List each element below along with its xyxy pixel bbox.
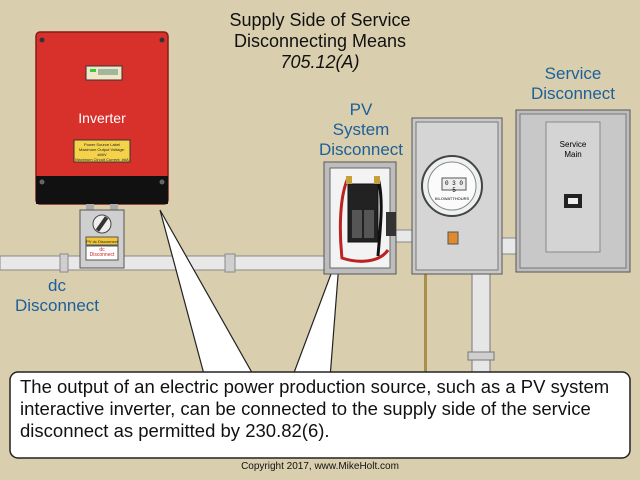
- dc-box-label: dc Disconnect: [86, 248, 118, 258]
- meter-dial-reading: 0 3 0 5: [444, 180, 463, 194]
- dc-disconnect-label-1: dc: [48, 276, 66, 295]
- callout-pointer-inverter: [159, 209, 257, 379]
- service-main-label-1: Service: [559, 140, 587, 149]
- pv-disconnect-label-1: PV: [349, 100, 373, 119]
- meter-enclosure: [411, 117, 503, 275]
- explanatory-note: The output of an electric power producti…: [20, 376, 610, 441]
- conduit-left: [0, 255, 331, 271]
- dc-box-label-2: Disconnect: [89, 252, 115, 258]
- meter-riser-conduit: [471, 271, 491, 383]
- title-line-3: 705.12(A): [280, 52, 360, 72]
- inverter-label-line-3: Maximum Circuit Current: ##A: [75, 157, 129, 162]
- title-line-1: Supply Side of Service: [229, 10, 411, 30]
- pv-system-disconnect: [323, 161, 397, 275]
- copyright-text: Copyright 2017, www.MikeHolt.com: [241, 461, 399, 472]
- inverter-label: Power Source Label Maximum Output Voltag…: [74, 142, 130, 162]
- note-callout-box: [9, 371, 631, 459]
- service-disconnect-label-2: Disconnect: [530, 84, 616, 103]
- ground-rod: [424, 270, 427, 380]
- conduit-coupling-2: [59, 253, 69, 273]
- inverter-name: Inverter: [78, 110, 126, 126]
- title-line-2: Disconnecting Means: [233, 31, 407, 51]
- conduit-strap: [467, 351, 495, 361]
- inverter-label-line-2: Maximum Output Voltage: ###V: [78, 147, 126, 157]
- meter-unit-label: KILOWATTHOURS: [434, 196, 470, 201]
- conduit-coupling: [224, 253, 236, 273]
- inverter-label-line-1: Power Source Label: [83, 142, 121, 147]
- dc-disconnect-label-2: Disconnect: [14, 296, 100, 315]
- service-disconnect-label-1: Service: [544, 64, 602, 83]
- service-main-label-2: Main: [564, 150, 582, 159]
- dc-box-label-1: dc: [99, 247, 105, 253]
- conduit-pv-meter: [395, 229, 415, 243]
- dc-disconnect-box: [79, 204, 125, 269]
- pv-disconnect-label-2: System: [332, 120, 390, 139]
- pv-disconnect-label-3: Disconnect: [318, 140, 404, 159]
- inverter: [35, 31, 169, 205]
- service-disconnect-panel: [515, 109, 631, 273]
- service-main-label: Service Main: [546, 140, 600, 160]
- dc-warning-label: PV dc Disconnect: [86, 239, 118, 244]
